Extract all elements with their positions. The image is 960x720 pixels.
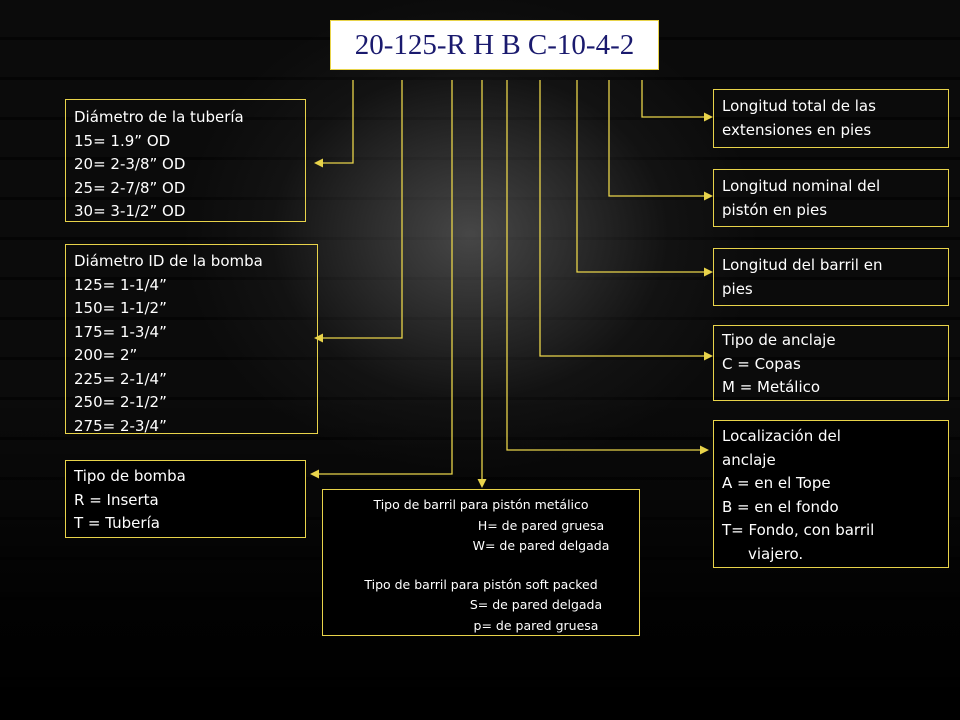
plunger-length-line1: Longitud nominal del xyxy=(722,177,881,195)
anchor-location-t: T= Fondo, con barril xyxy=(722,521,875,539)
pump-id-275: 275= 2-3/4” xyxy=(74,416,167,435)
extensions-length-line1: Longitud total de las xyxy=(722,97,876,115)
barrel-metal-title: Tipo de barril para pistón metálico xyxy=(373,497,589,512)
arrowhead-extensions-length xyxy=(704,112,713,122)
pump-id-title: Diámetro ID de la bomba xyxy=(74,252,263,270)
tubing-diameter-30: 30= 3-1/2” OD xyxy=(74,202,186,220)
pump-id-150: 150= 1-1/2” xyxy=(74,299,167,317)
anchor-location-a: A = en el Tope xyxy=(722,474,831,492)
anchor-location-b: B = en el fondo xyxy=(722,497,839,516)
arrowhead-barrel-type xyxy=(477,479,487,488)
barrel-metal-h: H= de pared gruesa xyxy=(477,517,605,533)
pump-id-175: 175= 1-3/4” xyxy=(74,322,167,341)
pump-id-125: 125= 1-1/4” xyxy=(74,275,167,294)
pump-type-r: R = Inserta xyxy=(74,490,159,509)
arrowhead-pump-id xyxy=(314,333,323,343)
pump-id-225: 225= 2-1/4” xyxy=(74,369,167,388)
pump-id-250: 250= 2-1/2” xyxy=(74,393,167,411)
arrowhead-plunger-length xyxy=(704,191,713,201)
anchor-location-box: Localización del anclaje A = en el Tope … xyxy=(713,420,949,568)
arrowhead-tubing-diameter xyxy=(314,158,323,168)
barrel-soft-title: Tipo de barril para pistón soft packed xyxy=(364,576,598,592)
anchor-type-box: Tipo de anclaje C = Copas M = Metálico xyxy=(713,325,949,401)
arrowhead-anchor-location xyxy=(700,445,709,455)
anchor-location-title1: Localización del xyxy=(722,427,841,445)
plunger-length-box: Longitud nominal del pistón en pies xyxy=(713,169,949,227)
connector-pump-id xyxy=(322,80,403,339)
anchor-type-c: C = Copas xyxy=(722,354,801,373)
barrel-length-box: Longitud del barril en pies xyxy=(713,248,949,306)
anchor-location-title2: anclaje xyxy=(722,450,776,469)
connector-anchor-type xyxy=(539,80,705,357)
tubing-diameter-box: Diámetro de la tubería 15= 1.9” OD 20= 2… xyxy=(65,99,306,222)
tubing-diameter-20: 20= 2-3/8” OD xyxy=(74,155,186,173)
connector-tubing-diameter xyxy=(322,80,354,164)
plunger-length-line2: pistón en pies xyxy=(722,200,828,219)
anchor-type-m: M = Metálico xyxy=(722,378,821,396)
tubing-diameter-15: 15= 1.9” OD xyxy=(74,131,171,150)
connector-plunger-length xyxy=(608,80,705,197)
barrel-soft-s: S= de pared delgada xyxy=(469,597,603,612)
barrel-type-box: Tipo de barril para pistón metálico H= d… xyxy=(322,489,640,636)
connector-extensions-length xyxy=(641,80,705,118)
extensions-length-line2: extensiones en pies xyxy=(722,120,872,139)
barrel-soft-p: p= de pared gruesa xyxy=(473,617,599,633)
pump-type-t: T = Tubería xyxy=(74,514,160,532)
anchor-location-t-cont: viajero. xyxy=(748,544,804,563)
pump-type-title: Tipo de bomba xyxy=(74,467,186,485)
barrel-length-line2: pies xyxy=(722,279,753,298)
pump-type-box: Tipo de bomba R = Inserta T = Tubería xyxy=(65,460,306,538)
tubing-diameter-title: Diámetro de la tubería xyxy=(74,108,244,126)
extensions-length-box: Longitud total de las extensiones en pie… xyxy=(713,89,949,148)
tubing-diameter-25: 25= 2-7/8” OD xyxy=(74,178,186,197)
arrowhead-pump-type xyxy=(310,469,319,479)
connector-pump-type xyxy=(318,80,453,475)
pump-designation-code: 20-125-R H B C-10-4-2 xyxy=(330,20,659,70)
connector-anchor-location xyxy=(506,80,700,451)
arrowhead-anchor-type xyxy=(704,351,713,361)
arrowhead-barrel-length xyxy=(704,267,713,277)
pump-id-200: 200= 2” xyxy=(74,346,138,364)
connector-barrel-length xyxy=(576,80,705,273)
barrel-spacer xyxy=(329,557,633,575)
anchor-type-title: Tipo de anclaje xyxy=(722,331,836,349)
barrel-metal-w: W= de pared delgada xyxy=(472,538,610,553)
barrel-length-line1: Longitud del barril en xyxy=(722,256,883,274)
pump-id-box: Diámetro ID de la bomba 125= 1-1/4” 150=… xyxy=(65,244,318,435)
